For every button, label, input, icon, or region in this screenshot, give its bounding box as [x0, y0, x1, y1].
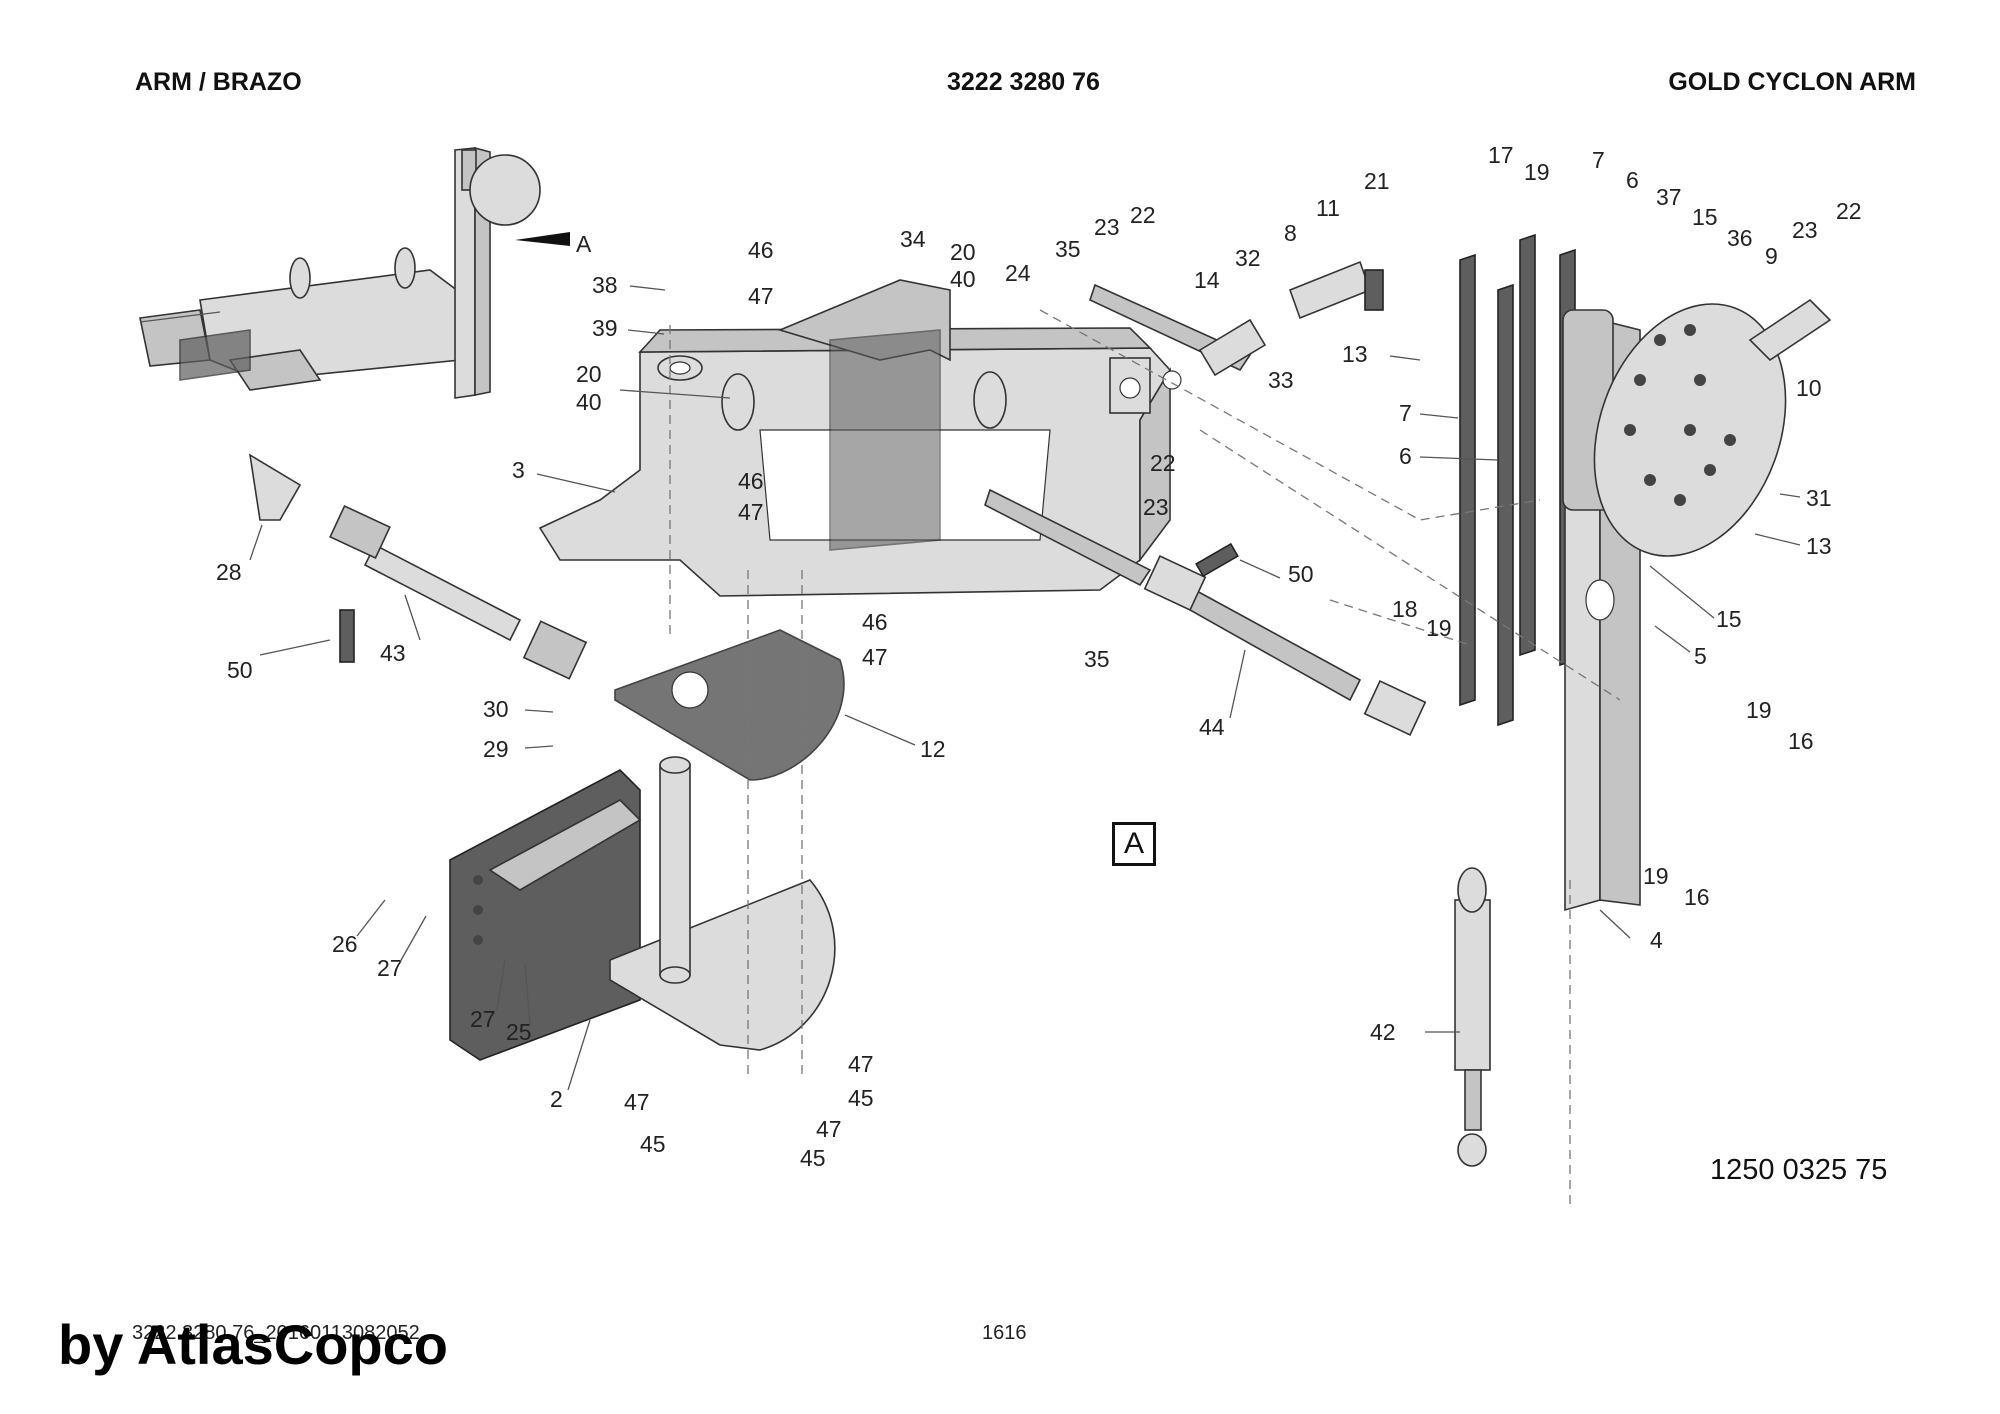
callout-37: 37 — [1656, 184, 1682, 210]
callout-15b: 15 — [1716, 606, 1742, 632]
callout-19c: 19 — [1746, 697, 1772, 723]
callout-19b: 19 — [1426, 615, 1452, 641]
callout-9: 9 — [1765, 243, 1778, 269]
callout-6b: 6 — [1399, 443, 1412, 469]
callout-39: 39 — [592, 315, 618, 341]
vertical-bars-6-7 — [1459, 233, 1576, 727]
bracket-part-34 — [777, 279, 951, 551]
assembly-lines — [669, 309, 1621, 1210]
callout-15: 15 — [1692, 204, 1718, 230]
callout-47e: 47 — [816, 1116, 842, 1142]
callout-26: 26 — [332, 931, 358, 957]
callout-14: 14 — [1194, 267, 1220, 293]
callout-11: 11 — [1316, 195, 1340, 221]
callout-16b: 16 — [1684, 884, 1710, 910]
callout-46c: 46 — [862, 609, 888, 635]
callout-46: 46 — [748, 237, 774, 263]
callout-40b: 40 — [576, 389, 602, 415]
callout-46b: 46 — [738, 468, 764, 494]
callout-24: 24 — [1005, 260, 1031, 286]
callout-27: 27 — [377, 955, 403, 981]
callout-47: 47 — [748, 283, 774, 309]
callout-7: 7 — [1592, 147, 1605, 173]
callout-23c: 23 — [1143, 494, 1169, 520]
callout-29: 29 — [483, 736, 509, 762]
callout-35b: 35 — [1084, 646, 1110, 672]
callout-labels: 17 19 7 6 37 15 36 9 23 22 10 21 11 8 32… — [216, 142, 1862, 1171]
detail-arrow-icon — [515, 232, 570, 246]
callout-36: 36 — [1727, 225, 1753, 251]
callout-27b: 27 — [470, 1006, 496, 1032]
callout-19: 19 — [1524, 159, 1550, 185]
callout-45: 45 — [640, 1131, 666, 1157]
cylinder-part-44 — [1143, 542, 1427, 736]
callout-23: 23 — [1792, 217, 1818, 243]
callout-13: 13 — [1342, 341, 1368, 367]
callout-43: 43 — [380, 640, 406, 666]
pin-part-10 — [1748, 298, 1832, 362]
footer-page-number: 1616 — [982, 1322, 1027, 1344]
overview-thumbnail: A — [139, 146, 592, 399]
callout-17: 17 — [1488, 142, 1514, 168]
view-box-a: A — [1112, 822, 1156, 866]
callout-22b: 22 — [1130, 202, 1156, 228]
callout-47f: 47 — [848, 1051, 874, 1077]
header-right-title: GOLD CYCLON ARM — [1668, 68, 1916, 96]
callout-28: 28 — [216, 559, 242, 585]
callout-44: 44 — [1199, 714, 1225, 740]
cylinder-part-43 — [248, 453, 588, 680]
plate-part-12 — [614, 629, 845, 781]
callout-47c: 47 — [862, 644, 888, 670]
cylinder-part-42 — [1454, 867, 1491, 1167]
callout-19d: 19 — [1643, 863, 1669, 889]
callout-5: 5 — [1694, 643, 1707, 669]
header-left-title: ARM / BRAZO — [135, 68, 302, 96]
callout-6: 6 — [1626, 167, 1639, 193]
callout-20: 20 — [950, 239, 976, 265]
callout-47d: 47 — [624, 1089, 650, 1115]
callout-45c: 45 — [848, 1085, 874, 1111]
callout-25: 25 — [506, 1019, 532, 1045]
callout-4: 4 — [1650, 927, 1663, 953]
callout-50: 50 — [227, 657, 253, 683]
callout-12: 12 — [920, 736, 946, 762]
callout-20b: 20 — [576, 361, 602, 387]
callout-31: 31 — [1806, 485, 1832, 511]
leader-lines — [249, 285, 1801, 1091]
callout-10: 10 — [1796, 375, 1822, 401]
header-part-number: 3222 3280 76 — [947, 68, 1100, 96]
callout-3: 3 — [512, 457, 525, 483]
base-part-2 — [449, 756, 836, 1061]
callout-23b: 23 — [1094, 214, 1120, 240]
callout-16: 16 — [1788, 728, 1814, 754]
callout-33: 33 — [1268, 367, 1294, 393]
callout-50b: 50 — [1288, 561, 1314, 587]
callout-13b: 13 — [1806, 533, 1832, 559]
callout-7b: 7 — [1399, 400, 1412, 426]
drawing-reference: 1250 0325 75 — [1710, 1154, 1888, 1186]
callout-47b: 47 — [738, 499, 764, 525]
disc-part-9 — [1593, 303, 1787, 557]
callout-34: 34 — [900, 226, 926, 252]
callout-22c: 22 — [1150, 450, 1176, 476]
callout-40: 40 — [950, 266, 976, 292]
callout-42: 42 — [1370, 1019, 1396, 1045]
callout-30: 30 — [483, 696, 509, 722]
callout-2: 2 — [550, 1086, 563, 1112]
callout-32: 32 — [1235, 245, 1261, 271]
callout-35: 35 — [1055, 236, 1081, 262]
watermark: by AtlasCopco — [58, 1313, 448, 1376]
callout-38: 38 — [592, 272, 618, 298]
footer-document-code: 3222 3280 76_20160113082052 — [132, 1322, 420, 1344]
callout-45b: 45 — [800, 1145, 826, 1171]
detail-label: A — [576, 231, 592, 257]
callout-8: 8 — [1284, 220, 1297, 246]
callout-18: 18 — [1392, 596, 1418, 622]
link-bars — [984, 260, 1384, 587]
callout-21: 21 — [1364, 168, 1390, 194]
callout-22: 22 — [1836, 198, 1862, 224]
